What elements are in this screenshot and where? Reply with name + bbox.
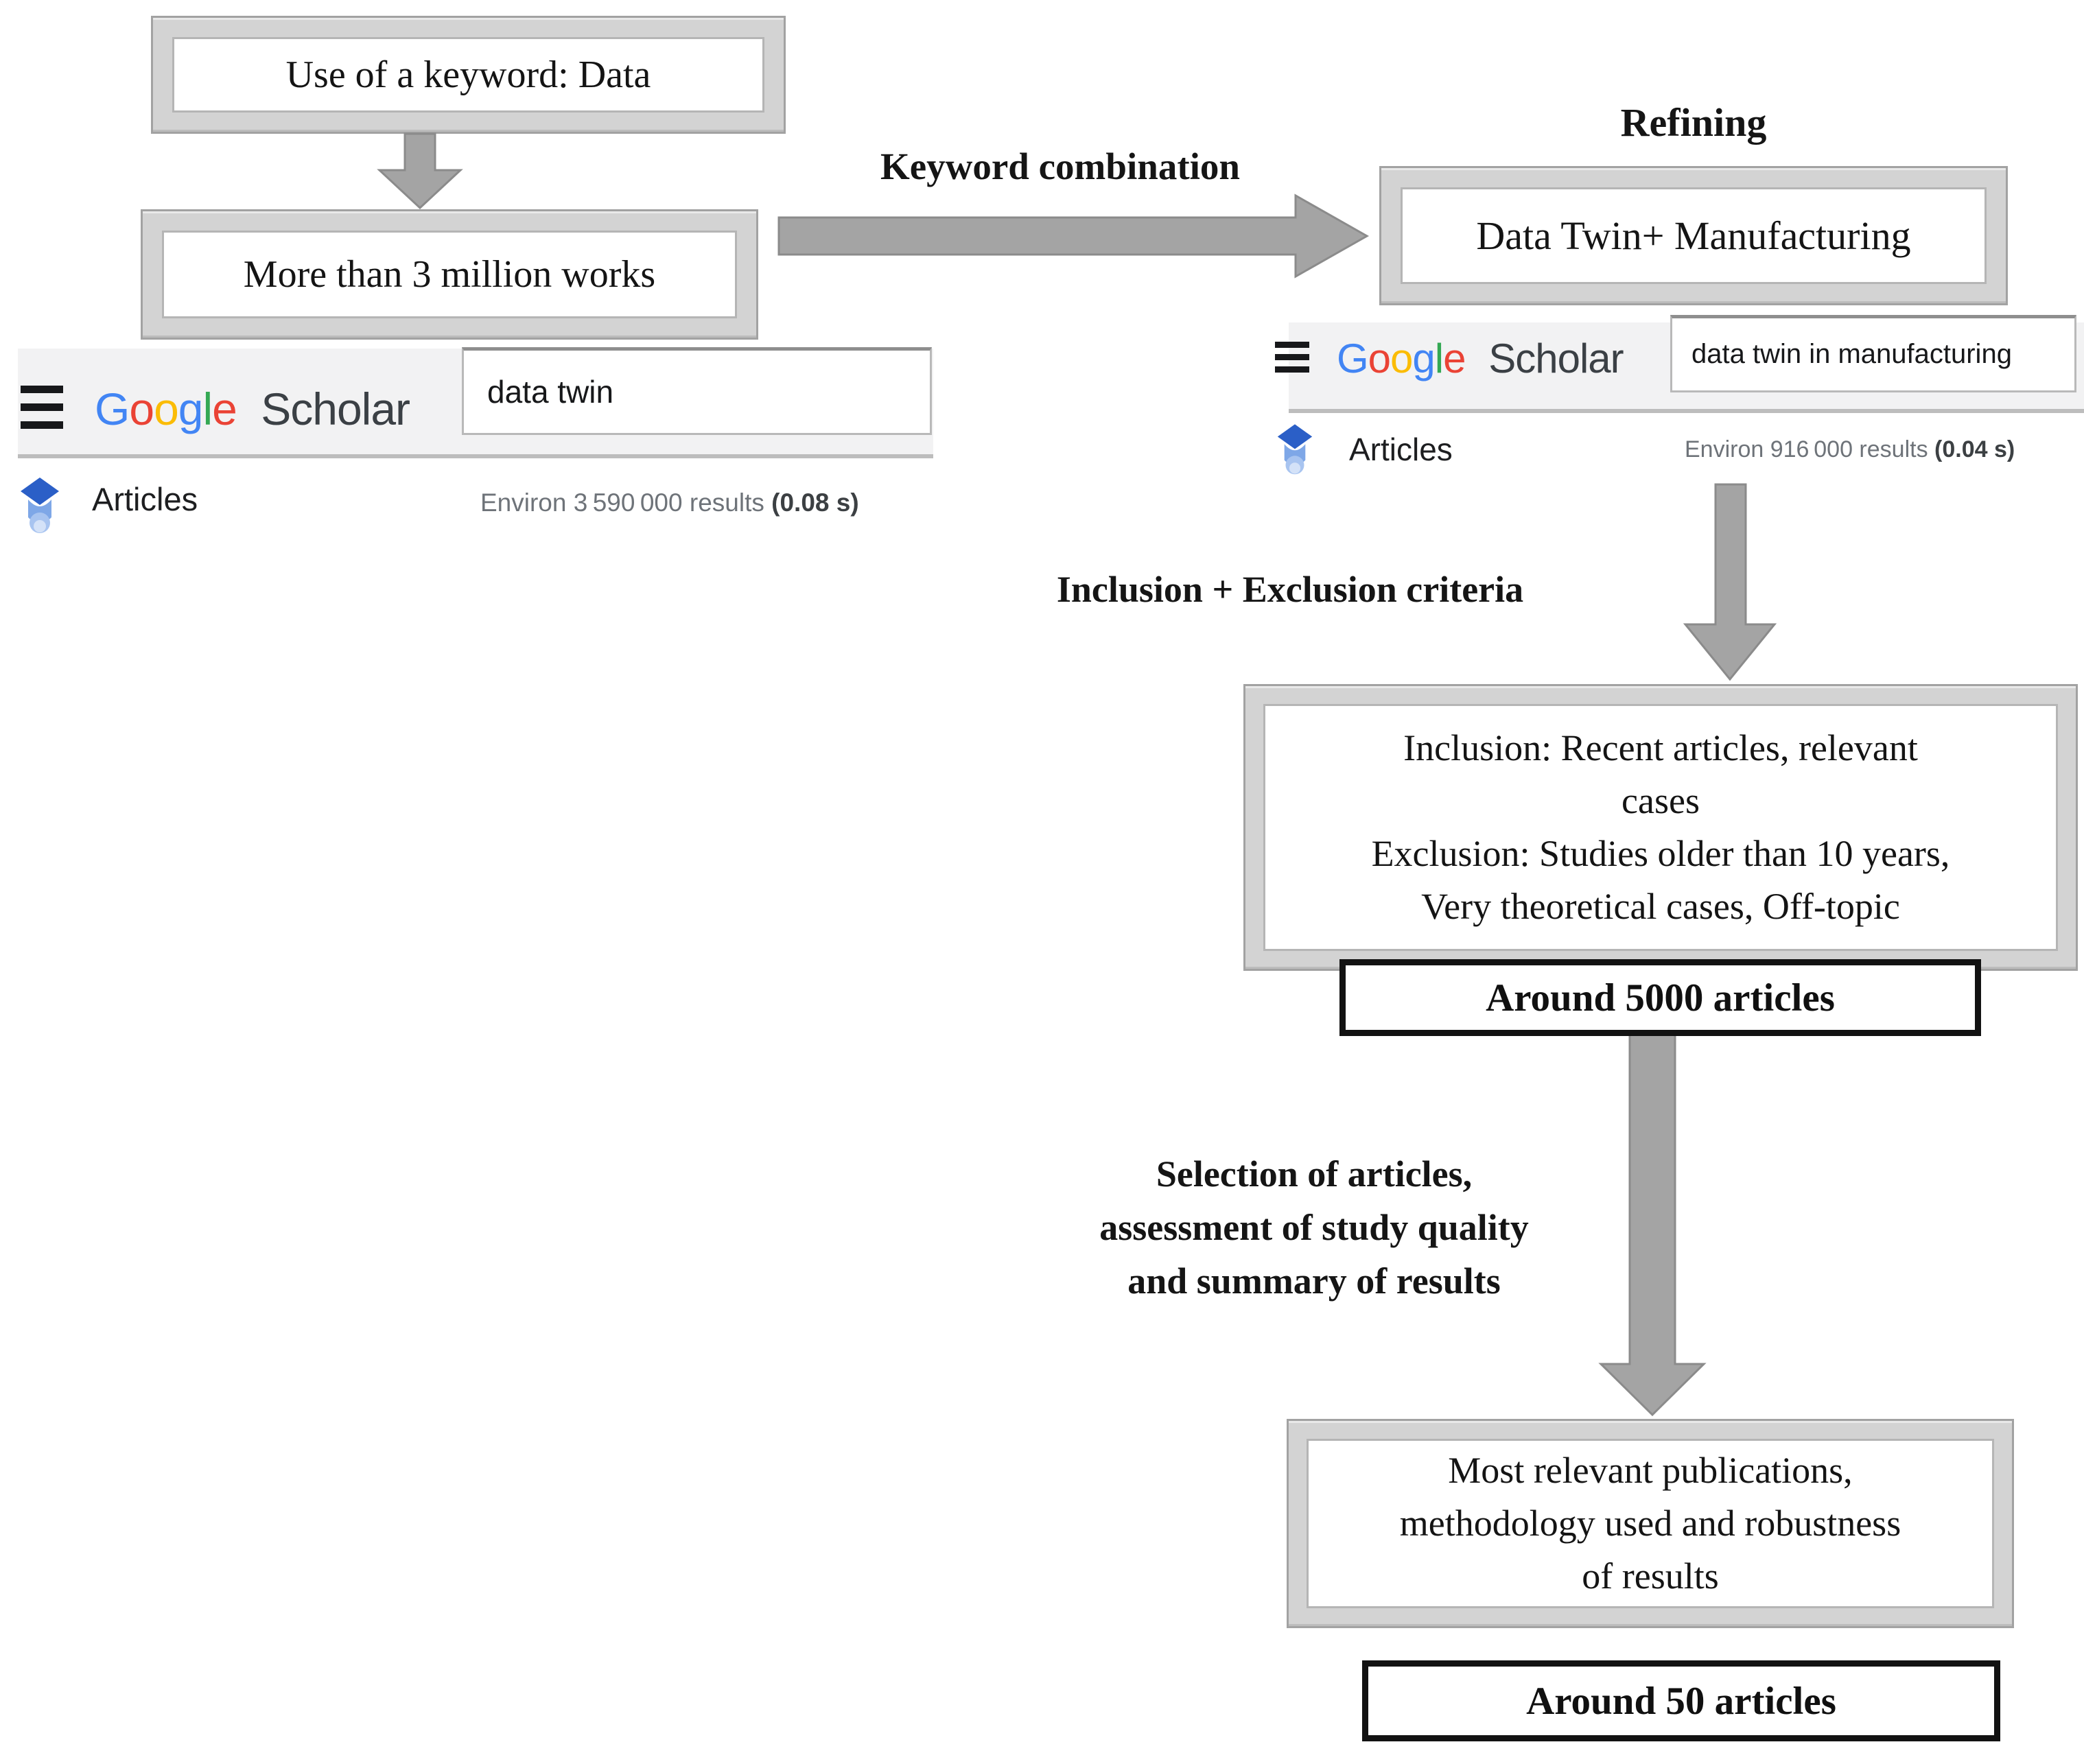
gs-left-results-count: Environ 3 590 000 results (0.08 s) (480, 489, 859, 517)
selection-label-line: assessment of study quality (1099, 1207, 1529, 1248)
logo-letter: o (1368, 336, 1391, 381)
gs-left-menu-icon[interactable] (21, 386, 63, 429)
gs-left-results-time: (0.08 s) (771, 489, 859, 517)
logo-letter: g (178, 384, 204, 434)
logo-letter: g (1412, 336, 1435, 381)
gs-left-results-prefix: Environ 3 590 000 results (480, 489, 772, 517)
gs-left-articles-link[interactable]: Articles (92, 481, 198, 517)
keyword-combination-label: Keyword combination (880, 145, 1241, 187)
gs-right-logo[interactable]: Google Scholar (1337, 335, 1624, 382)
box-use-of-keyword: Use of a keyword: Data (151, 16, 786, 134)
gs-right-articles-link[interactable]: Articles (1349, 432, 1453, 467)
most-relevant-line: Most relevant publications, (1448, 1450, 1853, 1491)
gs-left-divider (18, 454, 933, 458)
down-arrow-3 (1598, 1033, 1707, 1417)
gs-right-results-time: (0.04 s) (1934, 436, 2015, 462)
criteria-line: Inclusion: Recent articles, relevant (1403, 727, 1918, 768)
criteria-line: Exclusion: Studies older than 10 years, (1371, 833, 1950, 874)
refining-label: Refining (1620, 100, 1767, 145)
inclusion-exclusion-label: Inclusion + Exclusion criteria (1056, 569, 1524, 610)
box-use-of-keyword-text: Use of a keyword: Data (285, 54, 651, 96)
gs-left-search-input[interactable] (464, 351, 930, 433)
box-data-twin-manufacturing: Data Twin+ Manufacturing (1379, 166, 2008, 305)
box-more-than-3-million-text: More than 3 million works (243, 253, 656, 296)
gs-left-logo[interactable]: Google Scholar (95, 383, 410, 435)
box-criteria: Inclusion: Recent articles, relevant cas… (1243, 684, 2078, 971)
logo-letter: o (154, 384, 179, 434)
gs-right-divider (1289, 409, 2084, 413)
criteria-line: cases (1621, 780, 1700, 821)
gs-right-results-count: Environ 916 000 results (0.04 s) (1685, 436, 2015, 463)
gs-right-search-box (1670, 315, 2076, 392)
box-around-50-articles: Around 50 articles (1362, 1660, 2000, 1741)
selection-label-line: Selection of articles, (1156, 1153, 1473, 1195)
logo-letter: G (1337, 336, 1369, 381)
gs-right-articles-icon (1277, 424, 1313, 475)
logo-scholar-text: Scholar (261, 384, 410, 434)
box-most-relevant: Most relevant publications, methodology … (1287, 1419, 2014, 1628)
gs-right-results-prefix: Environ 916 000 results (1685, 436, 1935, 462)
box-data-twin-manufacturing-text: Data Twin+ Manufacturing (1476, 213, 1911, 258)
box-more-than-3-million: More than 3 million works (141, 209, 758, 340)
gs-right-search-input[interactable] (1672, 318, 2074, 390)
logo-scholar-text: Scholar (1488, 336, 1624, 381)
down-arrow-2 (1683, 483, 1777, 681)
most-relevant-line: methodology used and robustness (1399, 1503, 1901, 1544)
logo-letter: o (129, 384, 154, 434)
logo-letter: l (202, 384, 213, 434)
gs-left-articles-icon (21, 478, 59, 533)
logo-letter: G (95, 384, 130, 434)
gs-left-search-box (462, 347, 932, 435)
down-arrow-1 (377, 132, 463, 210)
most-relevant-line: of results (1582, 1555, 1719, 1597)
logo-letter: e (212, 384, 237, 434)
logo-letter: l (1434, 336, 1444, 381)
gs-right-menu-icon[interactable] (1275, 342, 1309, 373)
selection-label-line: and summary of results (1127, 1260, 1501, 1302)
box-around-5000-articles: Around 5000 articles (1339, 959, 1981, 1036)
logo-letter: o (1390, 336, 1413, 381)
selection-label: Selection of articles, assessment of stu… (1040, 1147, 1589, 1308)
logo-letter: e (1443, 336, 1466, 381)
criteria-line: Very theoretical cases, Off-topic (1421, 886, 1900, 927)
right-arrow-keyword-combination (777, 193, 1370, 279)
